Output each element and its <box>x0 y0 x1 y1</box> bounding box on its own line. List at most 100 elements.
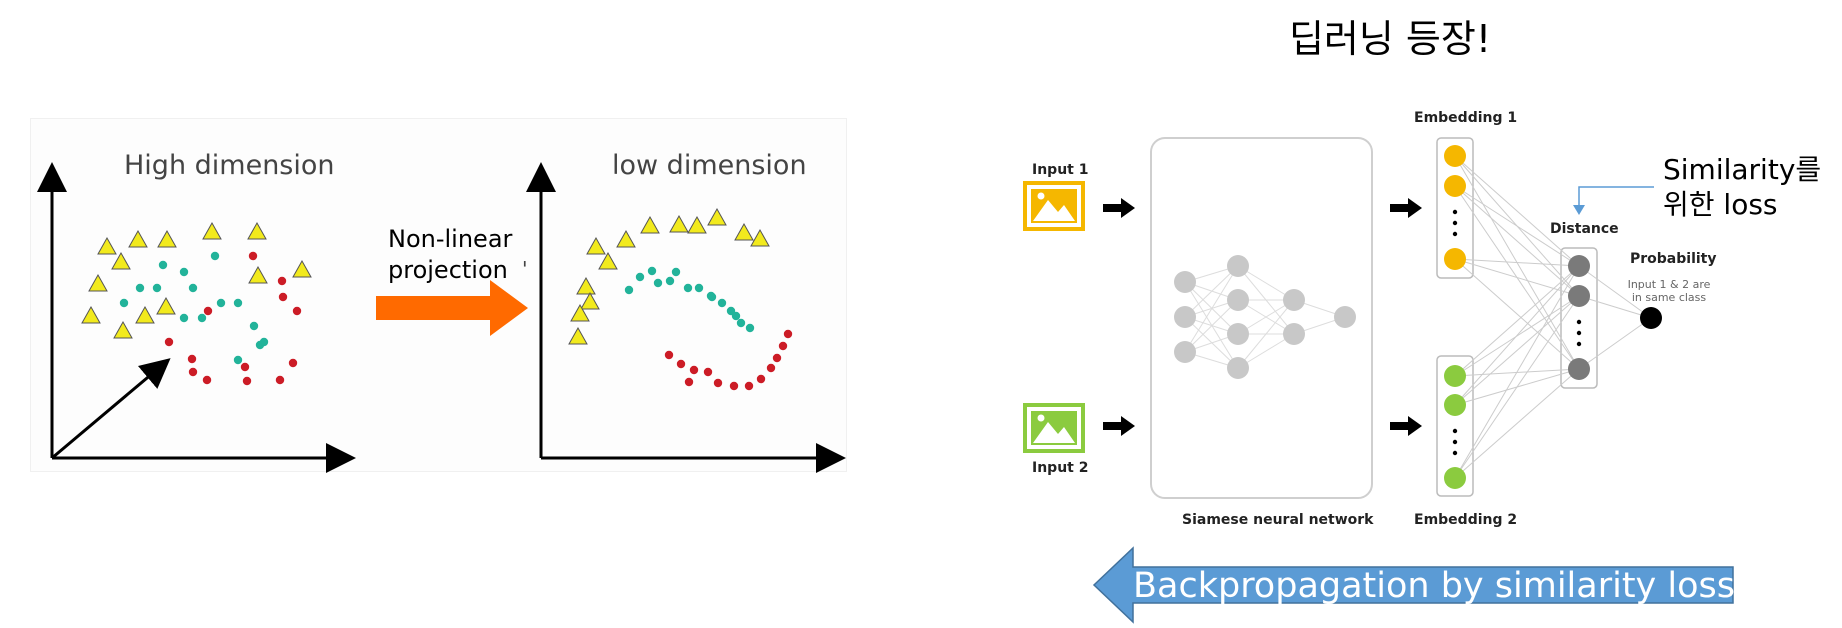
red-point <box>783 329 793 339</box>
triangle-point <box>734 222 754 241</box>
triangle-point <box>616 229 636 248</box>
teal-point <box>179 267 189 277</box>
high-dimension-axes <box>37 162 356 473</box>
ellipsis-dot <box>1452 450 1458 456</box>
triangle-point <box>135 305 155 324</box>
teal-point <box>731 311 741 321</box>
embedding2-label: Embedding 2 <box>1414 512 1518 528</box>
triangle-point <box>586 236 606 255</box>
triangle-point <box>156 296 176 315</box>
red-point <box>240 362 250 372</box>
triangle-point <box>576 276 596 295</box>
triangle-point <box>640 215 660 234</box>
embedding1-arrow <box>1390 198 1422 218</box>
triangle-point <box>113 320 133 339</box>
red-point <box>778 341 788 351</box>
stray-mark: ' <box>522 257 528 281</box>
triangle-point <box>292 259 312 278</box>
teal-point <box>259 337 269 347</box>
input1-label: Input 1 <box>1032 162 1089 178</box>
teal-point <box>635 272 645 282</box>
fc-link <box>1454 185 1580 297</box>
red-point <box>772 353 782 363</box>
teal-point <box>745 323 755 333</box>
siamese-network-box <box>1150 137 1373 499</box>
input1-arrow <box>1103 198 1135 218</box>
triangle-point <box>248 265 268 284</box>
backprop-label: Backpropagation by similarity loss <box>1133 566 1736 606</box>
embedding1-box <box>1436 137 1474 279</box>
triangle-point <box>580 291 600 310</box>
red-point <box>248 251 258 261</box>
red-point <box>676 359 686 369</box>
probability-label: Probability <box>1630 251 1717 267</box>
teal-point <box>665 276 675 286</box>
vector-node <box>1444 175 1466 197</box>
ellipsis-dot <box>1576 319 1582 325</box>
network-link <box>1237 299 1295 369</box>
embedding2-box <box>1436 355 1474 497</box>
triangle-point <box>202 221 222 240</box>
red-point <box>278 292 288 302</box>
projection-arrow <box>376 280 528 336</box>
triangle-point <box>88 273 108 292</box>
embedding1-label: Embedding 1 <box>1414 110 1518 126</box>
teal-point <box>624 285 634 295</box>
vector-node <box>1444 394 1466 416</box>
fc-link <box>1578 265 1652 319</box>
network-link <box>1184 265 1239 318</box>
embedding-nodes <box>1444 145 1590 489</box>
vector-node <box>1444 145 1466 167</box>
triangle-point <box>750 228 770 247</box>
triangle-point <box>570 303 590 322</box>
fc-link <box>1454 295 1580 406</box>
ellipsis-dot <box>1452 220 1458 226</box>
teal-point <box>152 283 162 293</box>
input2-image-icon <box>1023 403 1085 453</box>
fc-link <box>1454 155 1580 267</box>
network-link <box>1184 265 1239 353</box>
triangle-point <box>669 214 689 233</box>
teal-point <box>233 298 243 308</box>
teal-point <box>233 355 243 365</box>
input2-arrow <box>1103 416 1135 436</box>
low-dimension-title: low dimension <box>612 150 807 181</box>
teal-point <box>647 266 657 276</box>
network-node <box>1174 341 1196 363</box>
ellipsis-dot <box>1452 428 1458 434</box>
note-line2: 위한 loss <box>1663 188 1778 221</box>
fc-link <box>1454 185 1580 267</box>
low-dimension-points <box>568 207 793 391</box>
network-node <box>1227 357 1249 379</box>
triangle-point <box>81 305 101 324</box>
fc-link <box>1454 265 1580 479</box>
network-link <box>1184 299 1239 353</box>
teal-point <box>736 318 746 328</box>
red-point <box>744 381 754 391</box>
loss-pointer <box>1573 186 1654 215</box>
network-node <box>1283 323 1305 345</box>
network-node <box>1174 306 1196 328</box>
network-node <box>1283 289 1305 311</box>
red-point <box>756 374 766 384</box>
input2-label: Input 2 <box>1032 460 1089 476</box>
teal-point <box>197 313 207 323</box>
fc-link <box>1578 317 1652 370</box>
vector-node <box>1444 248 1466 270</box>
network-node <box>1227 255 1249 277</box>
network-node <box>1334 306 1356 328</box>
triangle-point <box>568 326 588 345</box>
vector-node <box>1568 255 1590 277</box>
triangle-point <box>598 251 618 270</box>
fc-link <box>1454 265 1580 377</box>
fc-link <box>1454 258 1580 267</box>
red-point <box>277 276 287 286</box>
teal-point <box>671 267 681 277</box>
network-node <box>1227 289 1249 311</box>
red-point <box>242 376 252 386</box>
vector-node <box>1444 467 1466 489</box>
network-node <box>1227 323 1249 345</box>
fc-link <box>1454 258 1580 370</box>
low-dimension-axes <box>526 162 846 473</box>
